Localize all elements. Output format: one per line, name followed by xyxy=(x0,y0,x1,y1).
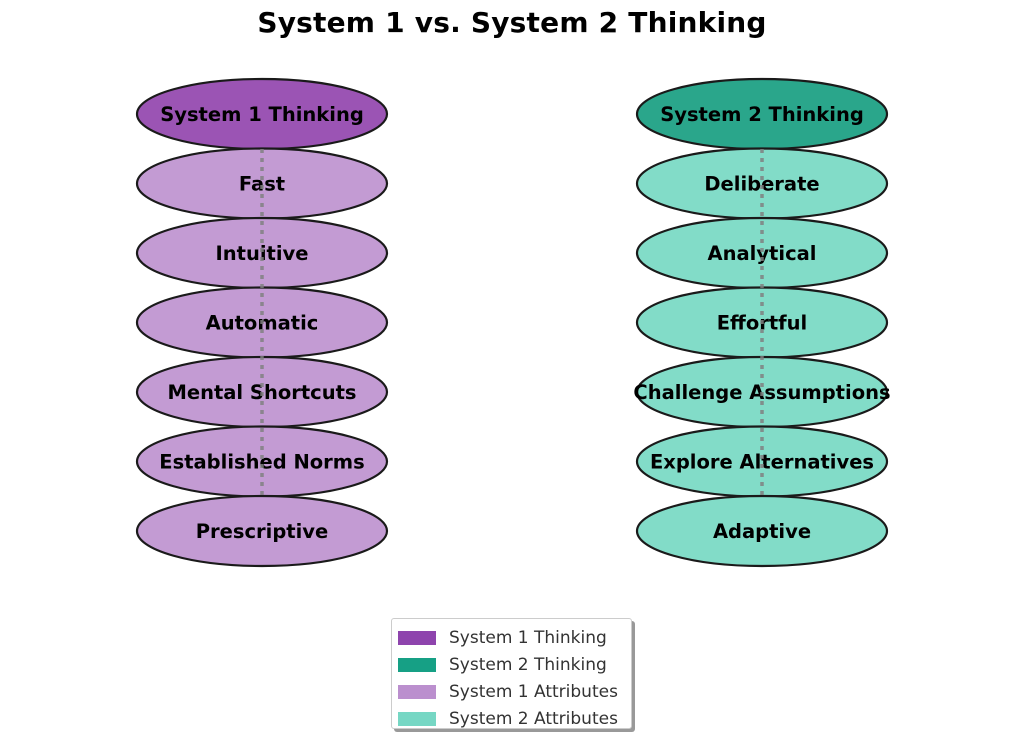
attribute-label-established-norms: Established Norms xyxy=(159,451,364,474)
legend: System 1 Thinking System 2 Thinking Syst… xyxy=(391,618,632,729)
attribute-ellipse-prescriptive xyxy=(135,494,389,568)
legend-item-system2-thinking: System 2 Thinking xyxy=(398,651,631,678)
legend-label: System 1 Thinking xyxy=(449,627,607,648)
attribute-label-fast: Fast xyxy=(239,173,285,196)
system2-header-label: System 2 Thinking xyxy=(660,103,864,126)
system2-column: System 2 ThinkingDeliberateAnalyticalEff… xyxy=(633,77,891,568)
attribute-ellipse-adaptive xyxy=(635,494,889,568)
system1-column: System 1 ThinkingFastIntuitiveAutomaticM… xyxy=(135,77,389,568)
legend-swatch xyxy=(398,630,436,645)
attribute-label-analytical: Analytical xyxy=(708,242,817,265)
legend-swatch xyxy=(398,657,436,672)
attribute-label-deliberate: Deliberate xyxy=(704,173,819,196)
system1-header-label: System 1 Thinking xyxy=(160,103,364,126)
legend-swatch xyxy=(398,711,436,726)
attribute-label-adaptive: Adaptive xyxy=(713,520,811,543)
legend-item-system1-attributes: System 1 Attributes xyxy=(398,678,631,705)
legend-label: System 1 Attributes xyxy=(449,681,618,702)
legend-label: System 2 Attributes xyxy=(449,708,618,729)
attribute-label-prescriptive: Prescriptive xyxy=(196,520,329,543)
legend-label: System 2 Thinking xyxy=(449,654,607,675)
attribute-label-intuitive: Intuitive xyxy=(216,242,309,265)
attribute-label-explore-alternatives: Explore Alternatives xyxy=(650,451,874,474)
legend-swatch xyxy=(398,684,436,699)
legend-item-system2-attributes: System 2 Attributes xyxy=(398,705,631,732)
diagram-title: System 1 vs. System 2 Thinking xyxy=(257,6,767,39)
legend-item-system1-thinking: System 1 Thinking xyxy=(398,624,631,651)
